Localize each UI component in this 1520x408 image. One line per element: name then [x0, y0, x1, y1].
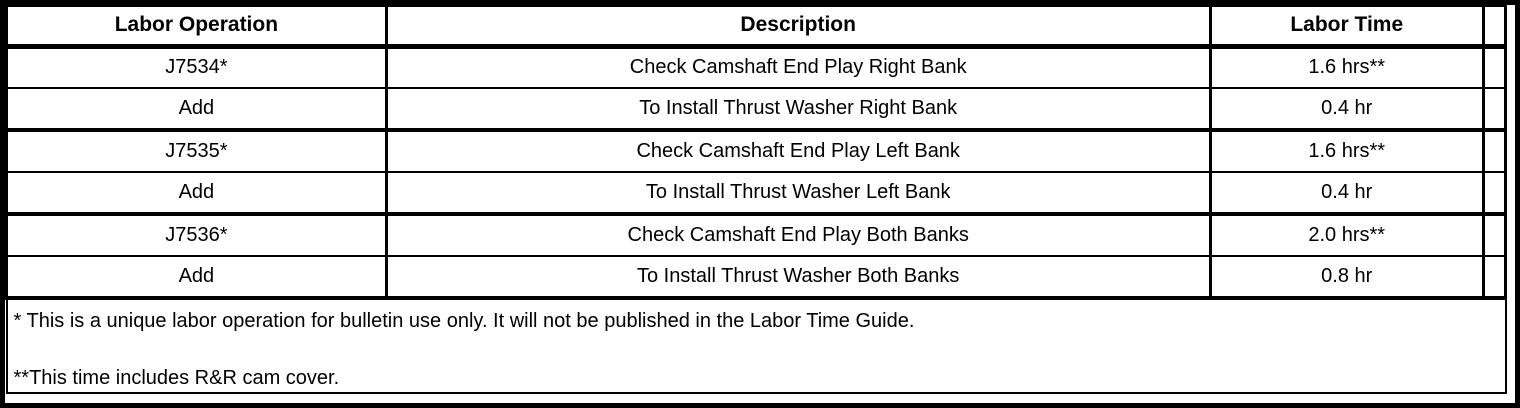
column-header-labor-time: Labor Time [1208, 6, 1485, 49]
table-row: Add To Install Thrust Washer Both Banks … [5, 256, 1508, 300]
column-header-description: Description [384, 6, 1212, 49]
spacer-cell [1481, 256, 1508, 300]
cell-description: Check Camshaft End Play Left Bank [384, 130, 1212, 173]
spacer-cell [1481, 214, 1508, 257]
table-row: Add To Install Thrust Washer Right Bank … [5, 88, 1508, 132]
cell-labor-operation: J7536* [5, 214, 388, 257]
spacer-cell [1481, 88, 1508, 132]
cell-labor-time: 2.0 hrs** [1208, 214, 1485, 257]
spacer-header-cell [1481, 6, 1508, 49]
footnote-rr-cam-cover: **This time includes R&R cam cover. [13, 367, 340, 389]
footnotes-cell: * This is a unique labor operation for b… [7, 298, 1506, 393]
table-row: J7536* Check Camshaft End Play Both Bank… [5, 214, 1508, 257]
cell-description: To Install Thrust Washer Right Bank [384, 88, 1212, 132]
table-row: J7534* Check Camshaft End Play Right Ban… [5, 46, 1508, 89]
cell-labor-operation: Add [5, 172, 388, 216]
spacer-cell [1481, 130, 1508, 173]
cell-labor-time: 0.4 hr [1208, 172, 1485, 216]
cell-labor-operation: J7534* [5, 46, 388, 89]
labor-time-table: Labor Operation Description Labor Time J… [5, 5, 1508, 394]
column-header-labor-operation: Labor Operation [5, 6, 388, 49]
cell-labor-operation: Add [5, 256, 388, 300]
footnotes-row: * This is a unique labor operation for b… [7, 298, 1506, 393]
cell-description: Check Camshaft End Play Both Banks [384, 214, 1212, 257]
footnote-unique-operation: * This is a unique labor operation for b… [13, 310, 915, 332]
cell-labor-time: 1.6 hrs** [1208, 46, 1485, 89]
table-row: J7535* Check Camshaft End Play Left Bank… [5, 130, 1508, 173]
cell-labor-time: 0.8 hr [1208, 256, 1485, 300]
table-header-row: Labor Operation Description Labor Time [5, 6, 1508, 49]
cell-labor-time: 0.4 hr [1208, 88, 1485, 132]
spacer-cell [1481, 46, 1508, 89]
table-row: Add To Install Thrust Washer Left Bank 0… [5, 172, 1508, 216]
cell-labor-operation: Add [5, 88, 388, 132]
spacer-cell [1481, 172, 1508, 216]
cell-description: To Install Thrust Washer Both Banks [384, 256, 1212, 300]
cell-labor-time: 1.6 hrs** [1208, 130, 1485, 173]
cell-description: Check Camshaft End Play Right Bank [384, 46, 1212, 89]
cell-labor-operation: J7535* [5, 130, 388, 173]
cell-description: To Install Thrust Washer Left Bank [384, 172, 1212, 216]
